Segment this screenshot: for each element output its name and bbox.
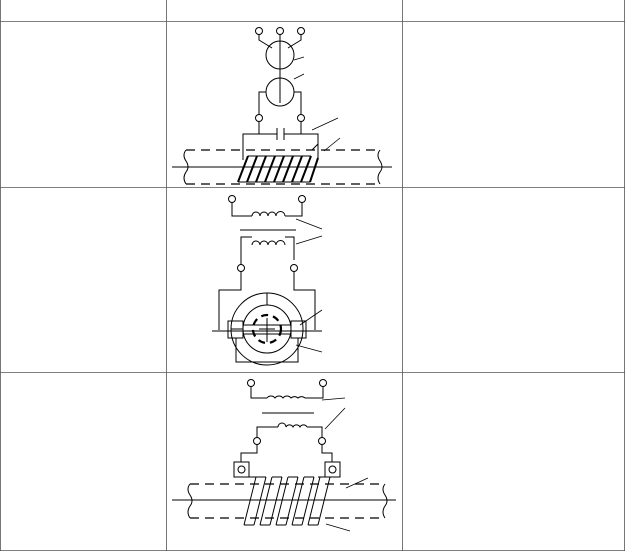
leader-3: [311, 117, 339, 131]
diagram-row-1: [172, 27, 392, 185]
leader-2: [324, 407, 346, 430]
terminal-right: [290, 264, 298, 272]
workpiece-bar: [172, 483, 396, 519]
clamp-right: [324, 461, 341, 478]
leader-1: [321, 397, 346, 401]
transformer-primary: [251, 211, 286, 217]
leader-3: [299, 309, 323, 326]
terminal-left: [237, 264, 245, 272]
terminal-right: [297, 114, 305, 122]
terminal-right: [318, 437, 326, 445]
transformer-secondary: [277, 422, 308, 429]
diagram-row-2: [212, 195, 323, 366]
induction-coil: [237, 142, 319, 183]
terminal-left: [255, 114, 263, 122]
terminal-2: [276, 27, 284, 35]
transformer-primary: [266, 395, 306, 399]
leader-1: [293, 56, 305, 61]
leader-2: [293, 73, 305, 80]
terminal-1: [255, 27, 263, 35]
primary-terminal-left: [228, 195, 236, 203]
primary-terminal-left: [247, 379, 255, 387]
leader-4: [323, 137, 341, 152]
workpiece: [251, 313, 283, 345]
transformer-secondary: [251, 240, 286, 246]
primary-terminal-right: [319, 379, 327, 387]
leader-4: [295, 344, 323, 353]
leader-2: [295, 235, 323, 245]
workpiece-bar: [172, 149, 392, 185]
leader-3: [345, 477, 369, 489]
terminal-left: [253, 437, 261, 445]
leader-4: [325, 523, 351, 532]
primary-terminal-right: [298, 195, 306, 203]
clamp-left: [233, 461, 250, 478]
terminal-3: [297, 27, 305, 35]
helical-coil: [243, 476, 331, 526]
diagram-row-3: [172, 379, 396, 532]
leader-1: [295, 218, 323, 230]
